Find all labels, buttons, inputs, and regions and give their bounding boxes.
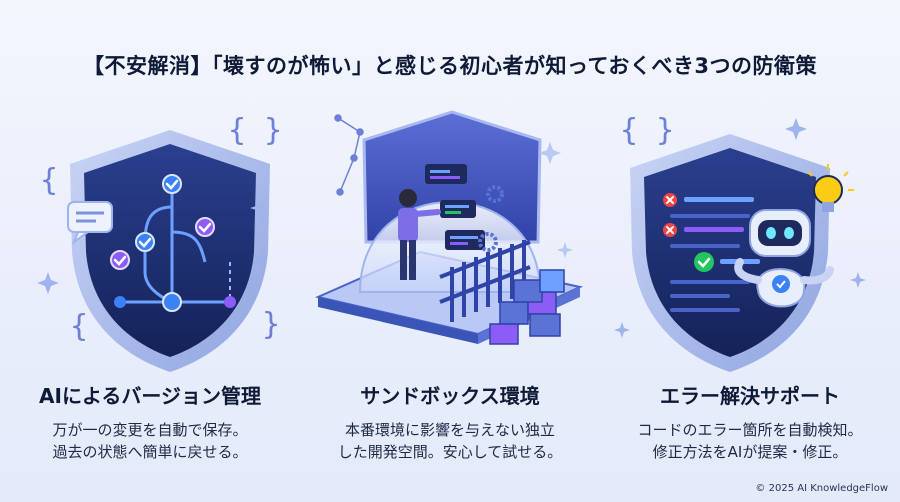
brace-pair-icon: { }: [620, 113, 674, 148]
sandbox-illustration: [300, 102, 600, 402]
caption-line: 修正方法をAIが提案・修正。: [652, 443, 848, 461]
caption-line: 万が一の変更を自動で保存。: [52, 421, 248, 439]
robot-shield-icon: { }: [614, 113, 866, 372]
brace-right-icon: }: [262, 307, 280, 342]
page-title: 【不安解消】「壊すのが怖い」と感じる初心者が知っておくべき3つの防衛策: [83, 54, 817, 78]
version-control-caption: AIによるバージョン管理 万が一の変更を自動で保存。 過去の状態へ簡単に戻せる。: [0, 380, 300, 463]
brace-pair-icon: { }: [228, 113, 282, 148]
sparkle-icon: [614, 118, 866, 338]
caption-line: した開発空間。安心して試せる。: [337, 443, 563, 461]
version-control-illustration: { { } { }: [0, 102, 300, 402]
version-control-title: AIによるバージョン管理: [39, 384, 261, 408]
copyright-footer: © 2025 AI KnowledgeFlow: [755, 483, 888, 494]
sandbox-dome-icon: [314, 110, 584, 345]
sandbox-title: サンドボックス環境: [360, 384, 540, 408]
sparkle-icon: [539, 142, 573, 258]
sandbox-caption: サンドボックス環境 本番環境に影響を与えない独立 した開発空間。安心して試せる。: [300, 380, 600, 463]
brace-left-icon: {: [70, 309, 88, 344]
caption-line: 過去の状態へ簡単に戻せる。: [52, 443, 248, 461]
error-support-title: エラー解決サポート: [660, 384, 840, 408]
caption-line: 本番環境に影響を与えない独立: [344, 421, 555, 439]
error-support-caption: エラー解決サポート コードのエラー箇所を自動検知。 修正方法をAIが提案・修正。: [600, 380, 900, 463]
brace-left-icon: {: [40, 163, 58, 198]
caption-line: コードのエラー箇所を自動検知。: [637, 421, 863, 439]
sparkle-icon: [37, 200, 266, 294]
branch-shield-icon: { { } { }: [37, 113, 282, 372]
error-support-illustration: { }: [600, 102, 900, 402]
